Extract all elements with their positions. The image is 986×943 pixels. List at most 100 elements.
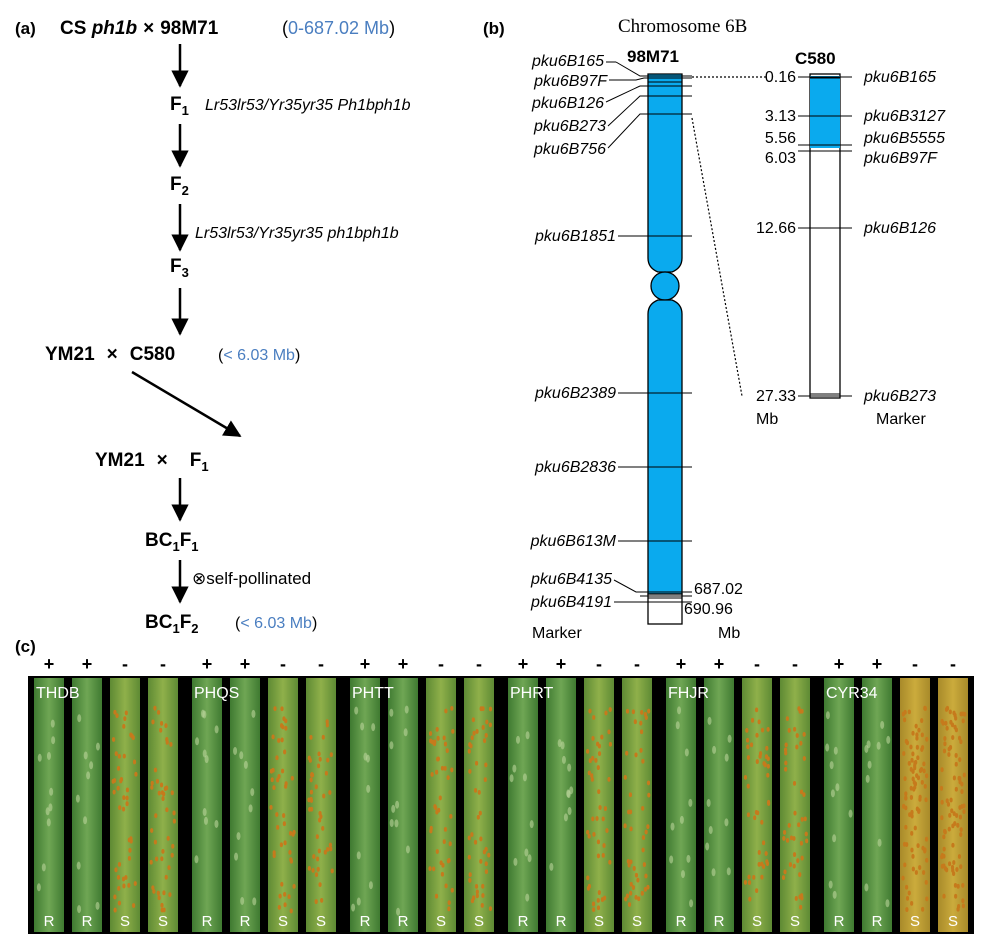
flecking-spot [524,848,529,857]
rust-pustule [919,767,924,772]
rust-pustule [280,768,285,774]
rust-pustule [596,765,600,770]
rust-pustule [904,795,908,801]
f1-node: F1 [170,94,189,118]
rust-pustule [113,709,117,715]
rust-pustule [743,774,748,780]
rust-pustule [628,792,633,798]
rust-pustule [597,789,601,795]
rust-pustule [958,735,962,741]
rust-pustule [587,833,591,839]
flecking-spot [46,751,51,760]
resistant-leaf [388,678,418,932]
genotype-sign: + [82,654,93,674]
rust-pustule [939,785,944,791]
rust-pustule [123,716,127,722]
rust-pustule [600,734,604,740]
reaction-label: R [202,913,213,930]
rust-pustule [757,719,761,725]
reaction-label: S [790,913,800,930]
susceptible-leaf [110,678,140,932]
rust-pustule [597,890,601,895]
rust-pustule [951,842,955,848]
rust-pustule [280,706,284,712]
rust-pustule [792,836,796,841]
rust-pustule [324,770,328,776]
rust-pustule [132,903,136,908]
rust-pustule [473,839,478,845]
reaction-label: S [910,913,920,930]
flecking-spot [706,798,711,807]
flecking-spot [354,706,359,715]
rust-pustule [596,905,601,911]
rust-pustule [905,895,910,901]
rust-pustule [805,838,809,844]
rust-pustule [290,775,294,781]
rust-pustule [953,724,957,730]
rust-pustule [754,809,758,815]
flecking-spot [202,808,207,817]
rust-pustule [921,906,925,912]
flecking-spot [864,883,869,892]
race-name-phtt: PHTT [352,685,394,702]
rust-pustule [321,826,325,831]
rust-pustule [624,896,628,902]
rust-pustule [950,722,955,728]
left-marker: pku6B273 [533,118,606,135]
rust-pustule [321,734,325,740]
flecking-spot [368,881,373,890]
rust-pustule [904,884,909,890]
flecking-spot [835,783,840,792]
genotype-sign: - [160,654,166,674]
flecking-spot [204,755,209,764]
rust-pustule [275,755,279,761]
rust-pustule [449,813,453,819]
rust-pustule [282,813,286,818]
rust-pustule [909,785,913,791]
rust-pustule [443,826,448,832]
rust-pustule [950,808,954,814]
rust-pustule [911,751,915,757]
rust-pustule [909,795,914,800]
rust-pustule [639,720,643,726]
rust-pustule [634,872,639,878]
centromere [650,271,680,301]
rust-pustule [794,896,798,901]
rust-pustule [623,775,627,780]
rust-pustule [922,761,926,767]
left-chromosome-upper-arm [647,73,683,273]
flecking-spot [404,705,409,714]
rust-pustule [430,771,434,777]
left-chromosome-lower-arm [647,299,683,595]
rust-pustule [607,729,611,735]
leader-line [615,61,692,77]
rust-pustule [629,890,633,896]
rust-pustule [591,901,596,907]
rust-pustule [745,727,749,733]
rust-pustule [592,831,596,837]
rust-pustule [946,801,951,807]
rust-pustule [761,840,766,846]
rust-pustule [478,810,482,816]
flecking-spot [195,737,200,746]
rust-pustule [315,856,320,862]
rust-pustule [910,900,914,906]
rust-pustule [752,874,756,880]
resistant-leaf [72,678,102,932]
left-marker-labels: pku6B165 pku6B97F pku6B126 pku6B273 pku6… [530,53,617,611]
flecking-spot [877,838,882,847]
reaction-label: R [872,913,883,930]
rust-pustule [280,737,284,743]
flecking-spot [351,903,356,912]
rust-pustule [957,854,962,859]
rust-pustule [283,749,287,755]
rust-pustule [952,775,957,781]
rust-pustule [154,813,158,819]
rust-pustule [162,791,166,797]
rust-pustule [804,831,808,837]
reaction-label: R [398,913,409,930]
rust-pustule [151,719,155,725]
rust-pustule [746,755,751,760]
rust-pustule [165,807,169,813]
